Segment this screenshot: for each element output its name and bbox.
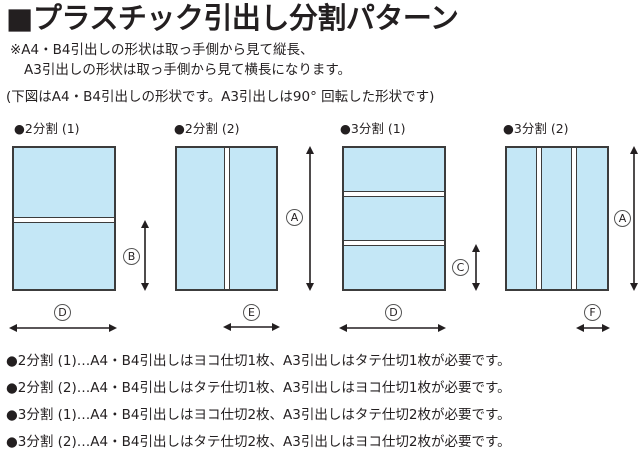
description-2split-2: ●2分割 (2)…A4・B4引出しはタテ仕切1枚、A3引出しはヨコ仕切1枚が必要… — [6, 380, 511, 396]
dimension-label-a: A — [286, 209, 303, 226]
note-line-3: (下図はA4・B4引出しの形状です。A3引出しは90° 回転した形状です) — [6, 89, 435, 105]
caption-2split-1: ●2分割 (1) — [14, 121, 80, 136]
note-line-2: A3引出しの形状は取っ手側から見て横長になります。 — [24, 62, 351, 78]
dimension-label-c: C — [452, 259, 469, 276]
dimension-label-b: B — [123, 248, 140, 265]
drawer-3split-horizontal — [342, 146, 446, 291]
caption-2split-2: ●2分割 (2) — [174, 121, 240, 136]
dimension-label-d: D — [385, 304, 402, 321]
description-2split-1: ●2分割 (1)…A4・B4引出しはヨコ仕切1枚、A3引出しはタテ仕切1枚が必要… — [6, 353, 511, 369]
vertical-divider — [224, 148, 230, 289]
vertical-divider — [536, 148, 542, 289]
drawer-2split-horizontal — [12, 146, 116, 291]
note-line-1: ※A4・B4引出しの形状は取っ手側から見て縦長、 — [10, 42, 314, 58]
horizontal-divider — [344, 240, 444, 246]
dimension-label-a: A — [614, 210, 631, 227]
horizontal-divider — [14, 217, 114, 223]
drawer-3split-vertical — [505, 146, 609, 291]
caption-3split-1: ●3分割 (1) — [340, 121, 406, 136]
dimension-label-d: D — [54, 304, 71, 321]
drawer-2split-vertical — [175, 146, 278, 291]
description-3split-1: ●3分割 (1)…A4・B4引出しはヨコ仕切2枚、A3引出しはタテ仕切2枚が必要… — [6, 407, 511, 423]
caption-3split-2: ●3分割 (2) — [503, 121, 569, 136]
dimension-label-e: E — [243, 304, 260, 321]
dimension-label-f: F — [584, 304, 601, 321]
page-title: ■プラスチック引出し分割パターン — [6, 1, 459, 35]
horizontal-divider — [344, 191, 444, 197]
vertical-divider — [571, 148, 577, 289]
description-3split-2: ●3分割 (2)…A4・B4引出しはタテ仕切2枚、A3引出しはヨコ仕切2枚が必要… — [6, 434, 511, 450]
